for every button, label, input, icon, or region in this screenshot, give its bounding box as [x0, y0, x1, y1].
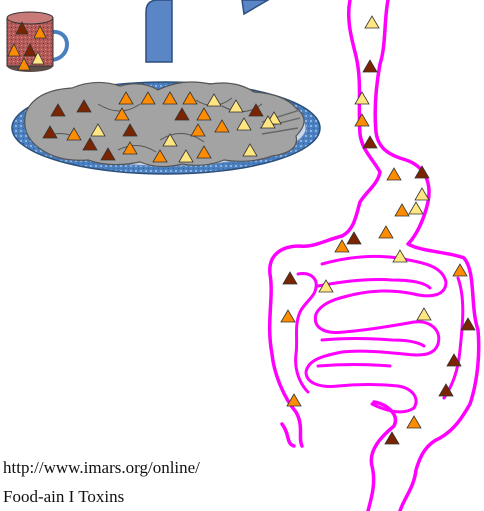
toxin-triangle-icon [347, 232, 361, 244]
toxin-triangle-icon [283, 272, 297, 284]
arrow-icon [146, 0, 268, 62]
toxin-triangle-icon [363, 136, 377, 148]
toxin-triangle-icon [453, 264, 467, 276]
small-intestine-coils [296, 256, 463, 411]
toxin-triangle-icon [409, 202, 423, 214]
toxin-triangle-icon [281, 310, 295, 322]
toxin-triangle-icon [417, 308, 431, 320]
toxin-triangle-icon [415, 188, 429, 200]
source-url-text: http://www.imars.org/online/ [3, 458, 200, 478]
toxin-triangle-icon [387, 168, 401, 180]
toxin-triangle-icon [355, 92, 369, 104]
toxin-triangle-icon [379, 226, 393, 238]
toxin-triangle-icon [407, 416, 421, 428]
toxin-triangle-icon [355, 114, 369, 126]
source-title-text: Food-ain I Toxins [3, 487, 124, 507]
toxin-triangle-icon [335, 240, 349, 252]
toxin-triangle-icon [363, 60, 377, 72]
toxin-triangle-icon [365, 16, 379, 28]
toxin-triangle-icon [393, 250, 407, 262]
toxin-triangle-icon [395, 204, 409, 216]
